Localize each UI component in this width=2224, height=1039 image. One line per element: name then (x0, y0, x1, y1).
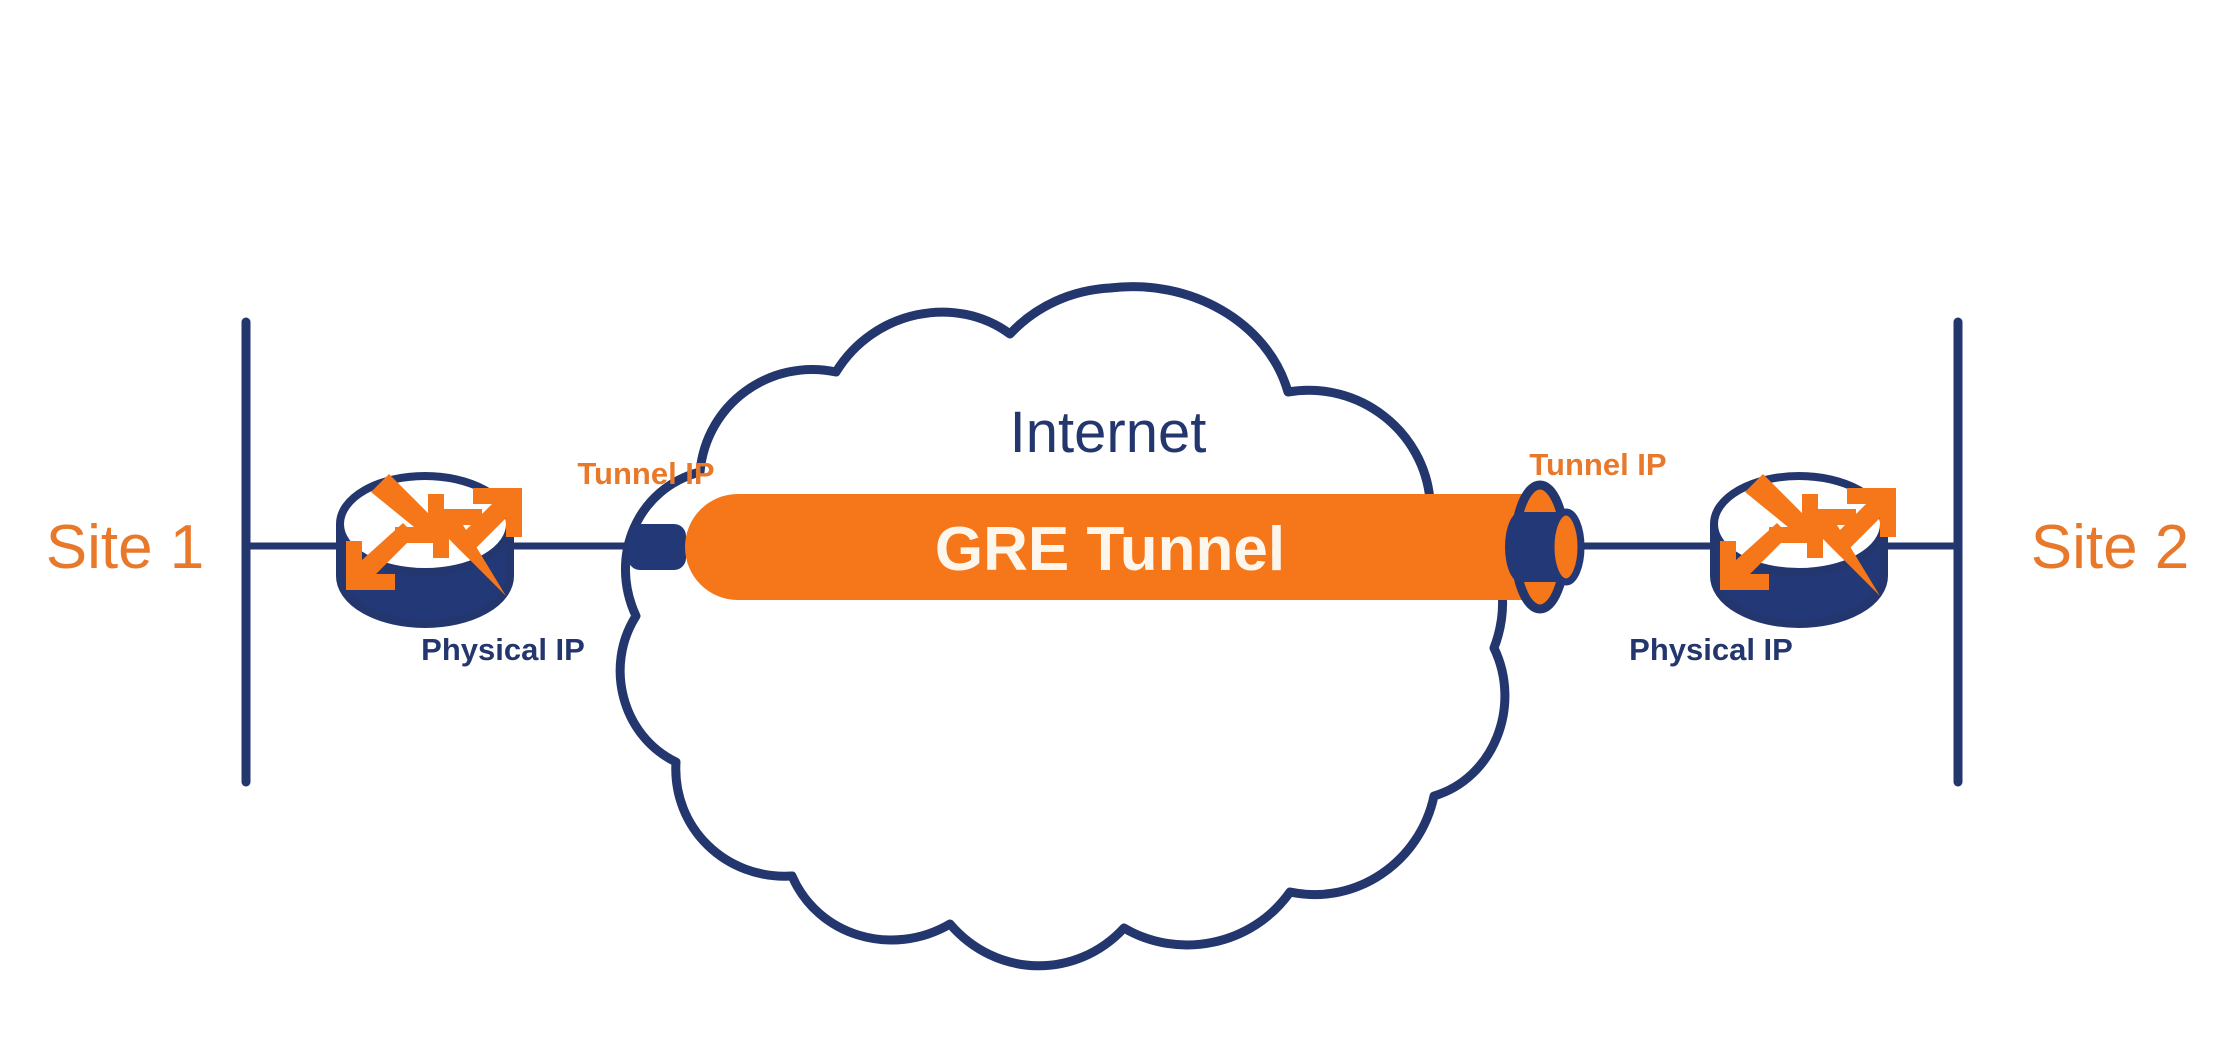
right-router[interactable] (1710, 472, 1896, 628)
physical-ip-left-label: Physical IP (421, 632, 585, 667)
physical-ip-right-label: Physical IP (1629, 632, 1793, 667)
cloud-outline (615, 282, 1510, 971)
tunnel-right-connector-back (1505, 512, 1535, 582)
left-router-body-outline (336, 524, 514, 628)
gre-tunnel-body (685, 494, 1540, 600)
cloud-icon (615, 282, 1510, 971)
site1-label: Site 1 (46, 513, 205, 582)
gre-tunnel-label: GRE Tunnel (935, 515, 1285, 584)
right-router-arrows-icon (1720, 474, 1896, 596)
tunnel-ip-right-label: Tunnel IP (1529, 447, 1666, 482)
left-router[interactable] (336, 472, 522, 628)
right-router-body-outline (1710, 524, 1888, 628)
left-router-arrows-icon (346, 474, 522, 596)
tunnel-left-plug (628, 524, 686, 570)
tunnel-right-connector-face (1547, 508, 1585, 586)
tunnel-ip-left-label: Tunnel IP (577, 456, 714, 491)
cloud-label: Internet (1010, 400, 1207, 465)
site2-label: Site 2 (2031, 513, 2190, 582)
